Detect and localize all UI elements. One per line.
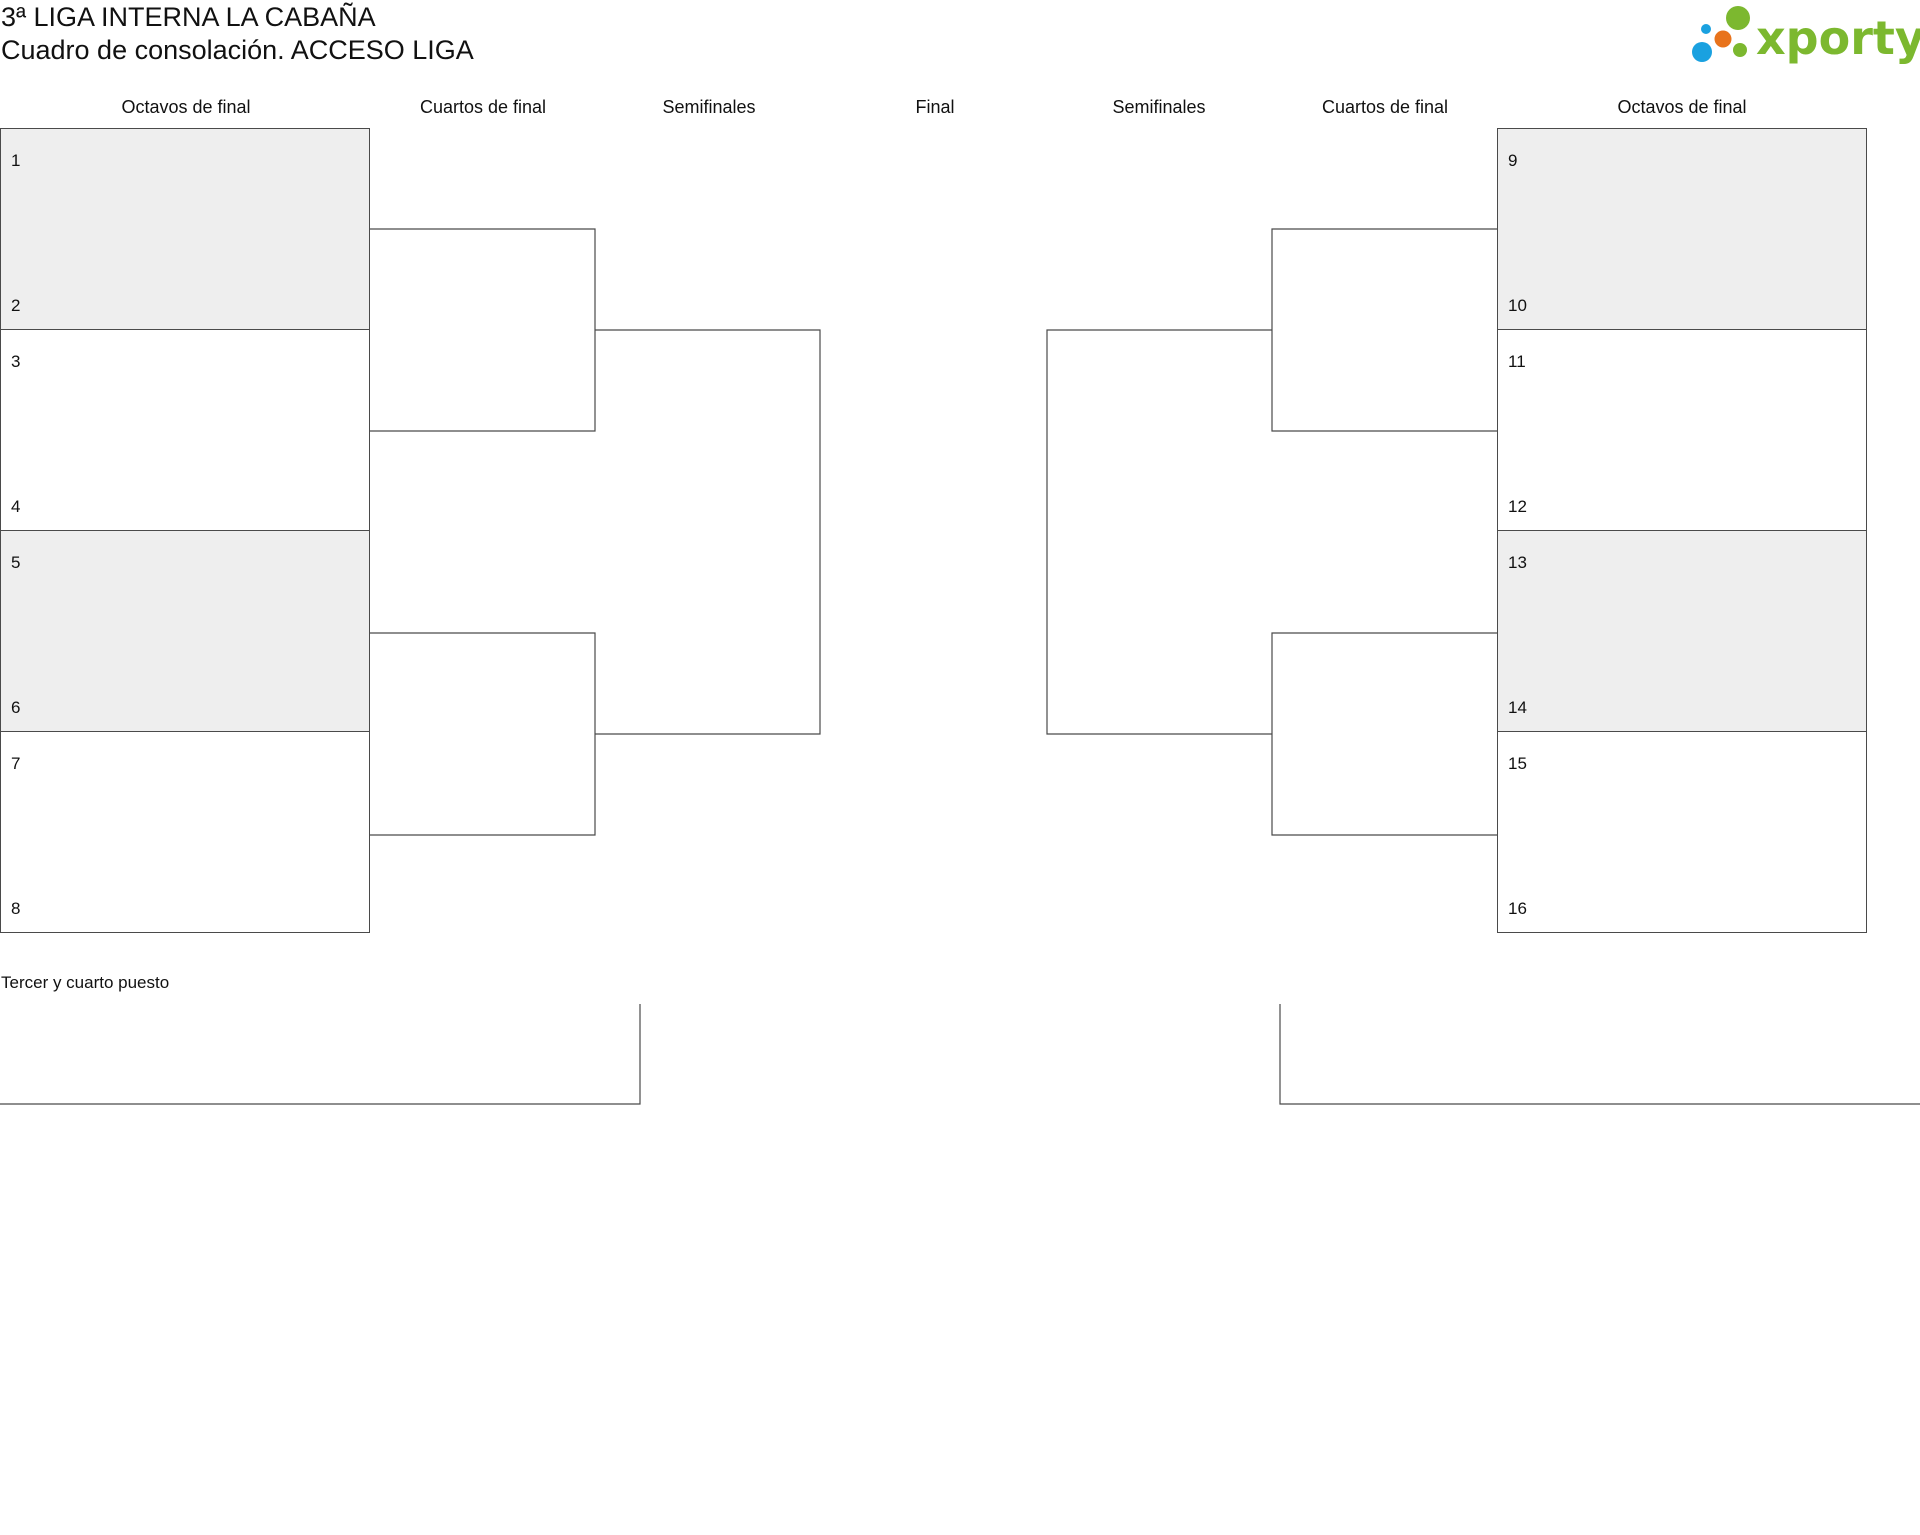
seed-number: 1 <box>11 151 21 170</box>
round-label-right-cuartos: Cuartos de final <box>1321 97 1449 117</box>
logo-dot-green <box>1726 6 1750 30</box>
seed-number: 16 <box>1508 899 1527 918</box>
logo-dot-orange <box>1714 30 1732 48</box>
seed-number: 13 <box>1508 553 1527 572</box>
round-label-final: Final <box>915 97 955 117</box>
match-slot-left-3[interactable]: 5 6 <box>0 530 370 732</box>
seed-number: 8 <box>11 899 21 918</box>
match-slot-right-1[interactable]: 9 10 <box>1497 128 1867 330</box>
seed-number: 6 <box>11 698 21 717</box>
match-slot-right-2[interactable]: 11 12 <box>1497 329 1867 531</box>
logo-dot-blue-small <box>1701 24 1711 34</box>
bracket-left-cuartos-top <box>370 228 596 432</box>
logo-dot-green-small <box>1733 43 1747 57</box>
seed-number: 12 <box>1508 497 1527 516</box>
match-slot-left-2[interactable]: 3 4 <box>0 329 370 531</box>
match-slot-right-4[interactable]: 15 16 <box>1497 731 1867 933</box>
logo-text: xporty <box>1756 11 1920 65</box>
page-subtitle: Cuadro de consolación. ACCESO LIGA <box>1 35 474 65</box>
bracket-right-cuartos-top <box>1271 228 1497 432</box>
bracket-third-place-right <box>1279 1004 1920 1105</box>
page-title: 3ª LIGA INTERNA LA CABAÑA <box>1 2 376 32</box>
seed-number: 3 <box>11 352 21 371</box>
bracket-left-cuartos-bottom <box>370 632 596 836</box>
logo-dot-blue <box>1692 42 1712 62</box>
round-label-right-octavos: Octavos de final <box>1617 97 1747 117</box>
seed-number: 9 <box>1508 151 1518 170</box>
round-label-right-semis: Semifinales <box>1112 97 1206 117</box>
bracket-third-place-left <box>0 1004 641 1105</box>
xporty-logo: xporty <box>1692 6 1920 65</box>
round-label-left-octavos: Octavos de final <box>121 97 251 117</box>
seed-number: 4 <box>11 497 21 516</box>
seed-number: 15 <box>1508 754 1527 773</box>
match-slot-right-3[interactable]: 13 14 <box>1497 530 1867 732</box>
match-slot-left-4[interactable]: 7 8 <box>0 731 370 933</box>
seed-number: 11 <box>1508 352 1526 371</box>
third-place-label: Tercer y cuarto puesto <box>1 973 170 992</box>
seed-number: 5 <box>11 553 21 572</box>
seed-number: 7 <box>11 754 21 773</box>
round-label-left-cuartos: Cuartos de final <box>419 97 547 117</box>
round-label-left-semis: Semifinales <box>662 97 756 117</box>
seed-number: 14 <box>1508 698 1527 717</box>
bracket-right-semis <box>1046 329 1272 735</box>
bracket-left-semis <box>595 329 821 735</box>
bracket-right-cuartos-bottom <box>1271 632 1497 836</box>
seed-number: 10 <box>1508 296 1527 315</box>
seed-number: 2 <box>11 296 21 315</box>
match-slot-left-1[interactable]: 1 2 <box>0 128 370 330</box>
